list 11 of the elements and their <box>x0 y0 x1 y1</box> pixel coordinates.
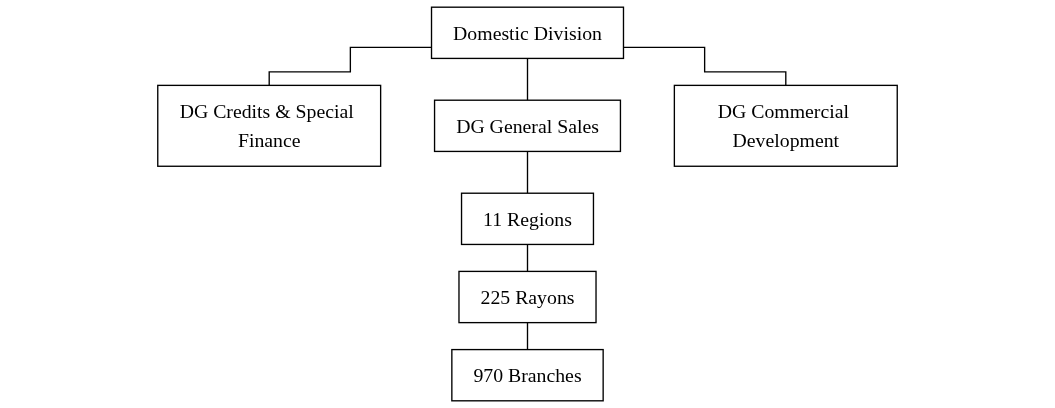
node-box: DG General Sales <box>433 99 622 153</box>
node-box: Domestic Division <box>430 6 625 60</box>
connector <box>526 321 529 351</box>
node-box: DG Commercial Development <box>673 84 898 167</box>
connector <box>526 150 529 194</box>
connector <box>526 243 529 273</box>
connector <box>526 57 529 101</box>
node-box: 970 Branches <box>451 348 604 402</box>
node-box: 225 Rayons <box>458 270 597 324</box>
node-box: DG Credits & Special Finance <box>157 84 382 167</box>
node-box: 11 Regions <box>460 192 595 246</box>
